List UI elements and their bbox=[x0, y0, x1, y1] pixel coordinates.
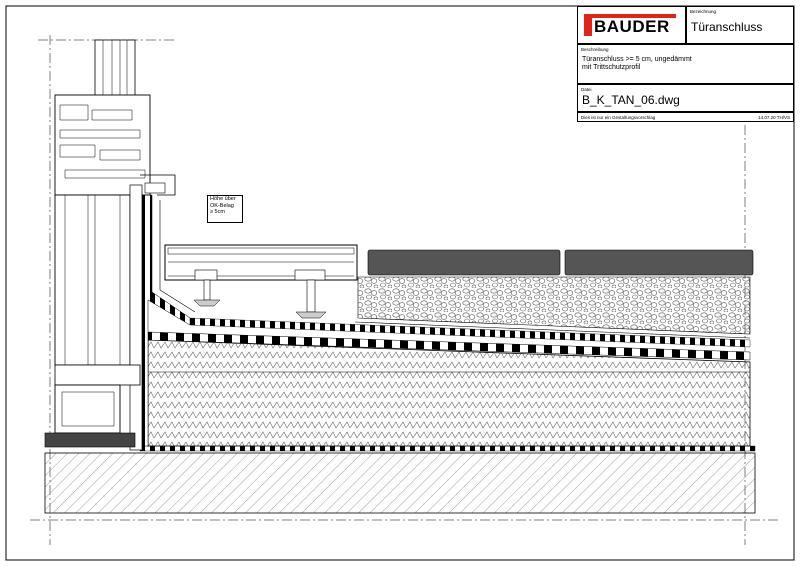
paver-slab-1 bbox=[367, 249, 561, 276]
footer-disclaimer: Dies ist nur ein Gestaltungsvorschlag bbox=[581, 115, 656, 120]
gravel-bed bbox=[357, 276, 751, 335]
sheet-frame bbox=[5, 5, 795, 561]
door-frame bbox=[44, 39, 176, 451]
bauder-logo: BAUDER bbox=[584, 14, 676, 36]
title-block-file-cell: Datei B_K_TAN_06.dwg bbox=[577, 84, 794, 112]
protection-layer bbox=[354, 321, 751, 339]
upstand-membrane bbox=[139, 194, 191, 447]
label-beschreibung: Beschreibung bbox=[581, 47, 609, 52]
label-datei: Datei bbox=[581, 87, 592, 92]
vapour-barrier bbox=[139, 445, 756, 452]
drawing-title: Türanschluss bbox=[691, 20, 763, 34]
drawing-filename: B_K_TAN_06.dwg bbox=[582, 93, 680, 107]
height-annotation: Höhe über OK-Belag ≥ 5cm bbox=[207, 195, 243, 223]
title-block-description-cell: Beschreibung Türanschluss >= 5 cm, unged… bbox=[577, 44, 794, 84]
grating-profile bbox=[164, 244, 358, 281]
pedestal-left bbox=[203, 279, 211, 301]
description-line-1: Türanschluss >= 5 cm, ungedämmt bbox=[582, 56, 692, 63]
title-block-title-cell: Bezeichnung Türanschluss bbox=[686, 6, 794, 44]
description-line-2: mit Trittschutzprofil bbox=[582, 64, 641, 71]
label-bezeichnung: Bezeichnung bbox=[690, 9, 717, 14]
pedestal-right bbox=[306, 279, 316, 313]
footer-date: 14.07.20 TH/VS bbox=[758, 115, 790, 120]
annotation-line-1: Höhe über bbox=[210, 196, 236, 202]
logo-text: BAUDER bbox=[594, 17, 670, 36]
concrete-slab bbox=[44, 452, 756, 514]
annotation-line-3: ≥ 5cm bbox=[210, 209, 225, 215]
annotation-line-2: OK-Belag bbox=[210, 202, 234, 209]
title-block-footer-cell: Dies ist nur ein Gestaltungsvorschlag 14… bbox=[577, 112, 794, 122]
paver-slab-2 bbox=[564, 249, 754, 276]
